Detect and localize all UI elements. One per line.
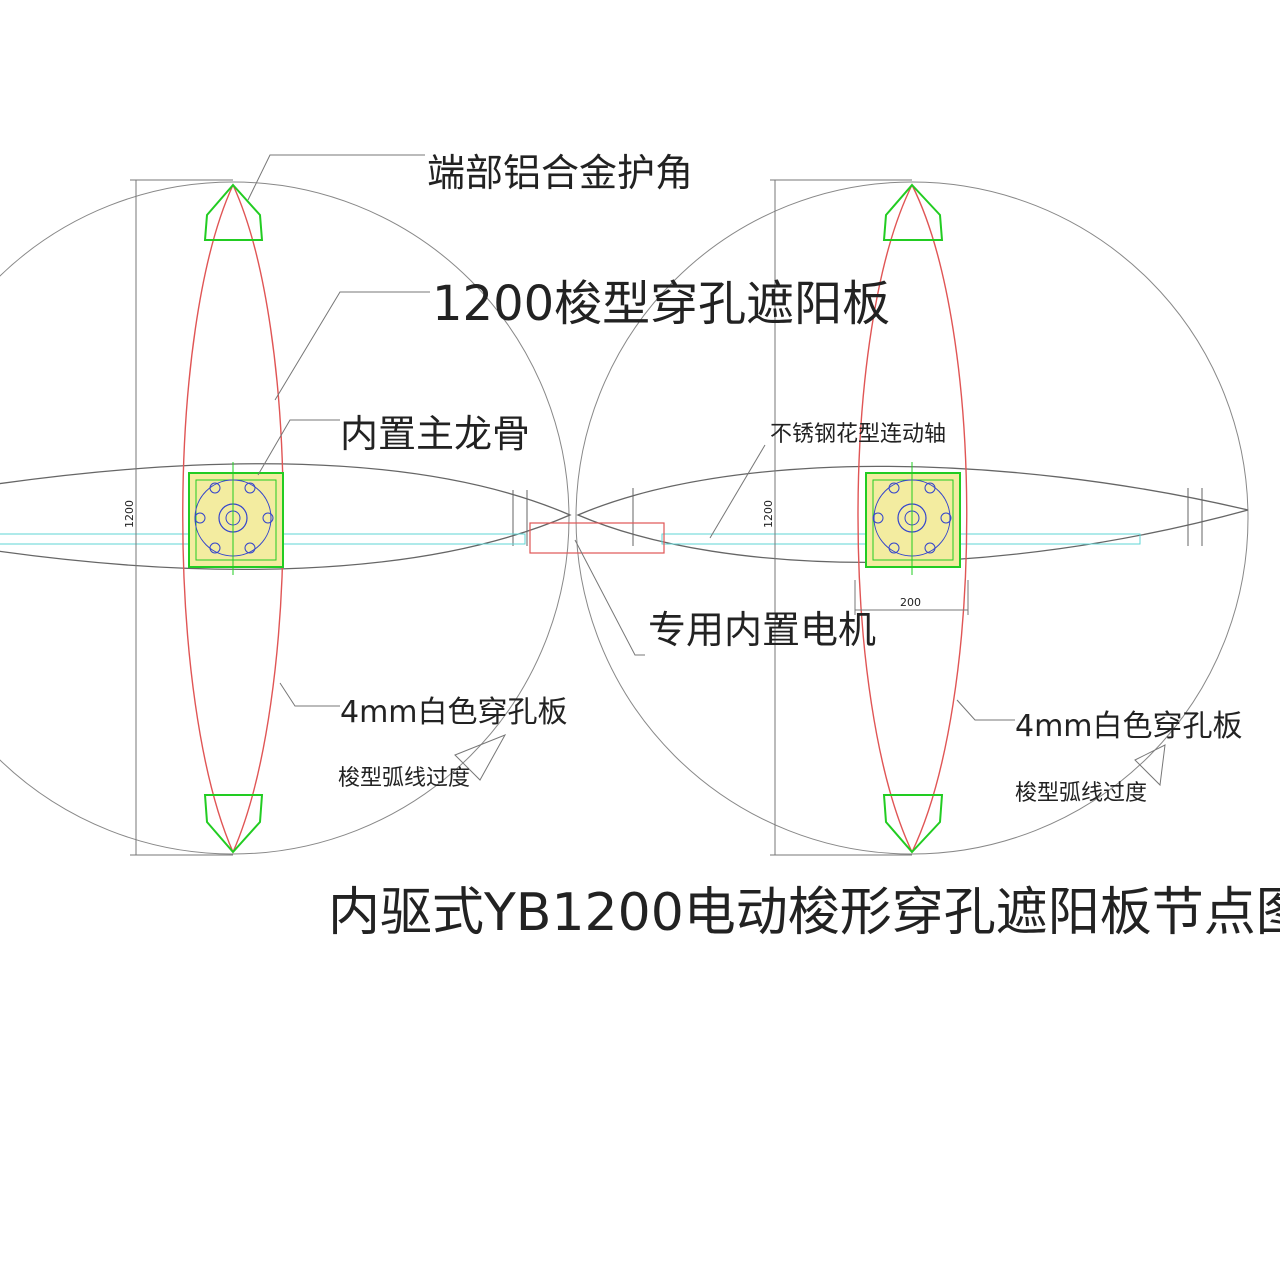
label-arc-left: 梭型弧线过度 (338, 766, 470, 791)
rotation-circle-left (0, 181, 570, 855)
label-perforated-right: 4mm白色穿孔板 (1015, 709, 1243, 744)
label-keel: 内置主龙骨 (340, 412, 530, 456)
motor-box (529, 522, 665, 554)
corner-guards (203, 183, 944, 854)
drawing-title: 内驱式YB1200电动梭形穿孔遮阳板节点图 (328, 883, 1280, 943)
hub-right (865, 462, 961, 575)
blade-horizontal-right (576, 465, 1249, 564)
dimension-label-right: 1200 (762, 500, 775, 528)
label-corner-guard: 端部铝合金护角 (427, 151, 693, 195)
dimension-left (130, 179, 233, 856)
label-perforated-left: 4mm白色穿孔板 (340, 695, 568, 730)
dimension-label-width: 200 (900, 596, 921, 609)
dimension-right (770, 179, 969, 856)
rotation-circle-right (575, 181, 1249, 855)
arrow-left (454, 734, 507, 781)
label-shaft: 不锈钢花型连动轴 (770, 422, 946, 447)
hub-left (188, 462, 284, 575)
dimension-label-left: 1200 (123, 500, 136, 528)
leader-lines (247, 154, 1015, 721)
arrow-right (1134, 744, 1166, 787)
blade-horizontal-left (0, 463, 572, 571)
label-panel: 1200梭型穿孔遮阳板 (432, 276, 890, 332)
label-motor: 专用内置电机 (648, 608, 876, 652)
label-arc-right: 梭型弧线过度 (1015, 781, 1147, 806)
